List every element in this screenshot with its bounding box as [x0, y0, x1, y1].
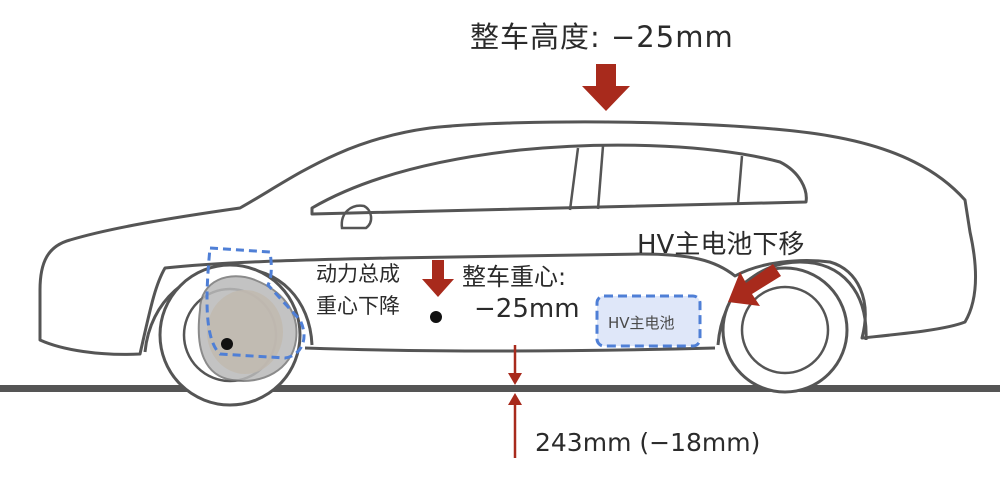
clearance-arrowhead-up	[508, 393, 522, 405]
hv-battery-box-label: HV主电池	[608, 314, 675, 332]
roof-height-arrow	[582, 64, 630, 111]
ground-line	[0, 385, 1000, 392]
vehicle-cg-label-line2: −25mm	[474, 294, 580, 324]
hv-battery-box	[595, 294, 702, 348]
clearance-arrowhead-down	[508, 373, 522, 385]
window-pillar-b	[568, 147, 580, 211]
side-mirror	[340, 204, 373, 230]
window-pillar-c	[736, 155, 744, 205]
side-sill-line	[304, 346, 716, 353]
powertrain-dashed-outline	[205, 246, 306, 360]
powertrain-cg-dot	[221, 338, 233, 350]
car-body-outline	[38, 120, 977, 356]
side-window	[310, 143, 808, 216]
hv-battery-move-label: HV主电池下移	[637, 230, 805, 260]
vehicle-cg-dot	[430, 311, 442, 323]
ground-clearance-label: 243mm (−18mm)	[535, 428, 761, 457]
vehicle-cg-label-line1: 整车重心:	[462, 263, 567, 291]
rear-wheel-rim	[740, 285, 830, 375]
battery-move-arrow	[728, 264, 781, 306]
powertrain-label-line2: 重心下降	[316, 294, 400, 318]
window-pillar-b2	[596, 145, 605, 210]
body-height-label: 整车高度: −25mm	[470, 20, 734, 54]
powertrain-lower-arrow	[422, 260, 454, 297]
powertrain-label-line1: 动力总成	[316, 262, 400, 286]
